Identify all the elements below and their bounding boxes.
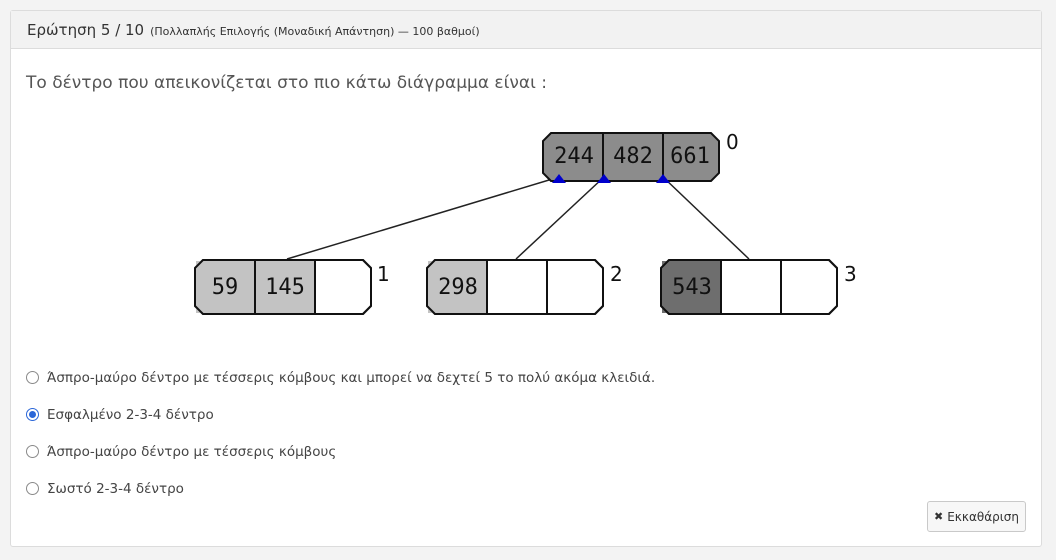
node-1-index: 1: [377, 262, 390, 286]
pointer-marker: [552, 174, 566, 183]
answer-options: Άσπρο-μαύρο δέντρο με τέσσερις κόμβους κ…: [26, 359, 655, 507]
answer-option[interactable]: Άσπρο-μαύρο δέντρο με τέσσερις κόμβους: [26, 433, 655, 470]
node-0-key: 244: [554, 144, 594, 169]
tree-node-0: 244 482 661 0: [542, 130, 739, 183]
answer-option[interactable]: Εσφαλμένο 2-3-4 δέντρο: [26, 396, 655, 433]
node-1-key: 59: [212, 275, 239, 300]
pointer-marker: [656, 174, 670, 183]
edge-0-2: [515, 176, 605, 260]
node-2-key: 298: [438, 275, 478, 300]
tree-node-1: 59 145 1: [194, 259, 390, 315]
tree-node-3: 543 3: [660, 259, 857, 315]
node-1-frame: [194, 259, 372, 315]
node-3-cell: [662, 261, 721, 313]
pointer-marker: [597, 174, 611, 183]
node-3-index: 3: [844, 262, 857, 286]
node-0-key: 482: [613, 144, 653, 169]
edge-0-1: [286, 176, 560, 260]
question-text: Το δέντρο που απεικονίζεται στο πιο κάτω…: [26, 73, 547, 93]
question-panel: Ερώτηση 5 / 10 (Πολλαπλής Επιλογής (Μονα…: [10, 10, 1042, 547]
answer-option-label: Άσπρο-μαύρο δέντρο με τέσσερις κόμβους κ…: [47, 369, 656, 386]
answer-option-label: Εσφαλμένο 2-3-4 δέντρο: [47, 406, 214, 423]
node-0-index: 0: [726, 130, 739, 154]
radio-button[interactable]: [26, 445, 39, 458]
node-2-index: 2: [610, 262, 623, 286]
tree-diagram: 244 482 661 0 59 145 1: [194, 130, 857, 315]
radio-button[interactable]: [26, 371, 39, 384]
answer-option-label: Άσπρο-μαύρο δέντρο με τέσσερις κόμβους: [47, 443, 337, 460]
node-2-frame: [426, 259, 604, 315]
answer-option[interactable]: Σωστό 2-3-4 δέντρο: [26, 470, 655, 507]
node-3-frame: [660, 259, 838, 315]
node-1-cell: [196, 261, 255, 313]
question-header: Ερώτηση 5 / 10 (Πολλαπλής Επιλογής (Μονα…: [11, 11, 1041, 49]
question-type: (Πολλαπλής Επιλογής (Μοναδική Απάντηση) …: [150, 25, 480, 38]
clear-button[interactable]: ✖ Εκκαθάριση: [927, 501, 1026, 532]
radio-button[interactable]: [26, 482, 39, 495]
answer-option-label: Σωστό 2-3-4 δέντρο: [47, 480, 184, 497]
tree-node-2: 298 2: [426, 259, 623, 315]
node-1-key: 145: [265, 275, 305, 300]
node-3-key: 543: [672, 275, 712, 300]
node-2-cell: [428, 261, 487, 313]
node-1-cell: [255, 261, 315, 313]
radio-button[interactable]: [26, 408, 39, 421]
clear-button-label: Εκκαθάριση: [947, 509, 1019, 524]
node-0-key: 661: [670, 144, 710, 169]
edge-0-3: [662, 176, 750, 260]
answer-option[interactable]: Άσπρο-μαύρο δέντρο με τέσσερις κόμβους κ…: [26, 359, 655, 396]
question-title: Ερώτηση 5 / 10: [27, 21, 145, 39]
node-0-frame: [542, 132, 720, 182]
close-icon: ✖: [934, 510, 944, 523]
